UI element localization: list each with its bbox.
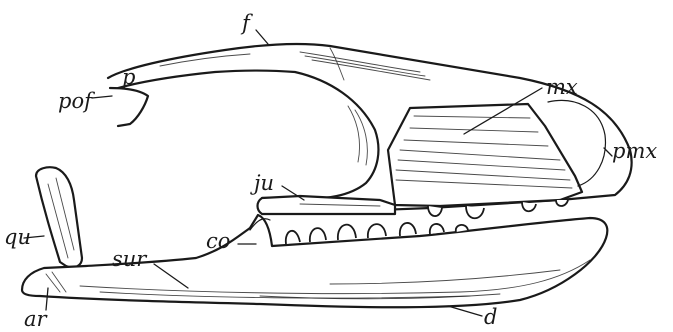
jugal xyxy=(258,196,396,214)
label-co: co xyxy=(206,229,230,253)
label-sur: sur xyxy=(112,247,148,271)
label-f: f xyxy=(240,11,253,35)
leader-d xyxy=(448,306,482,316)
leader-f xyxy=(256,30,268,44)
label-p: p xyxy=(122,65,135,89)
label-qu: qu xyxy=(4,225,31,249)
leader-pof xyxy=(92,96,112,98)
label-pof: pof xyxy=(58,89,95,113)
label-mx: mx xyxy=(546,75,578,99)
quadrate xyxy=(36,167,82,267)
label-ar: ar xyxy=(24,307,49,331)
label-pmx: pmx xyxy=(612,139,657,163)
label-ju: ju xyxy=(250,171,274,195)
label-d: d xyxy=(484,305,497,329)
